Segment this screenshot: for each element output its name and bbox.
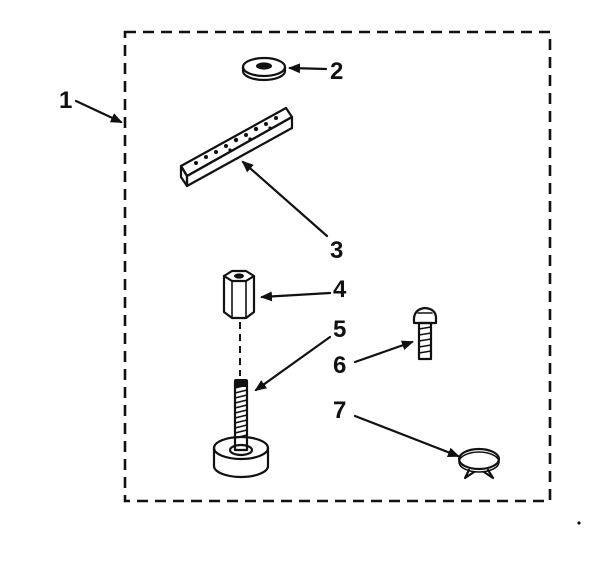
callout-3: 3 bbox=[241, 160, 343, 264]
callout-2-label: 2 bbox=[330, 58, 343, 85]
callout-2-leader-arrow bbox=[288, 63, 328, 74]
callout-6-leader-arrow bbox=[353, 340, 414, 364]
callout-4-leader-arrow bbox=[260, 291, 332, 302]
callout-4-label: 4 bbox=[333, 276, 347, 303]
scan-speck bbox=[577, 521, 581, 525]
hex-coupling-nut-icon bbox=[222, 269, 256, 320]
callout-6-label: 6 bbox=[333, 352, 346, 379]
callout-1-label: 1 bbox=[59, 87, 72, 114]
callout-2: 2 bbox=[288, 58, 343, 85]
callout-4: 4 bbox=[260, 276, 347, 303]
kit-boundary-dashed-box bbox=[123, 30, 552, 503]
callout-7: 7 bbox=[333, 397, 460, 458]
callout-5-leader-arrow bbox=[254, 335, 332, 392]
callout-6: 6 bbox=[333, 340, 414, 379]
callout-5: 5 bbox=[254, 316, 346, 392]
leveling-leg-icon bbox=[212, 379, 270, 479]
perforated-strap-icon bbox=[179, 106, 294, 188]
callout-1: 1 bbox=[59, 87, 123, 124]
screw-icon bbox=[412, 306, 438, 361]
callout-7-label: 7 bbox=[333, 397, 346, 424]
callout-7-leader-arrow bbox=[353, 414, 460, 458]
hose-clamp-icon bbox=[457, 447, 501, 480]
callout-3-label: 3 bbox=[330, 237, 343, 264]
washer-icon bbox=[241, 56, 287, 82]
callout-3-leader-arrow bbox=[241, 160, 329, 238]
callout-5-label: 5 bbox=[333, 316, 346, 343]
callout-1-leader-arrow bbox=[74, 99, 123, 124]
